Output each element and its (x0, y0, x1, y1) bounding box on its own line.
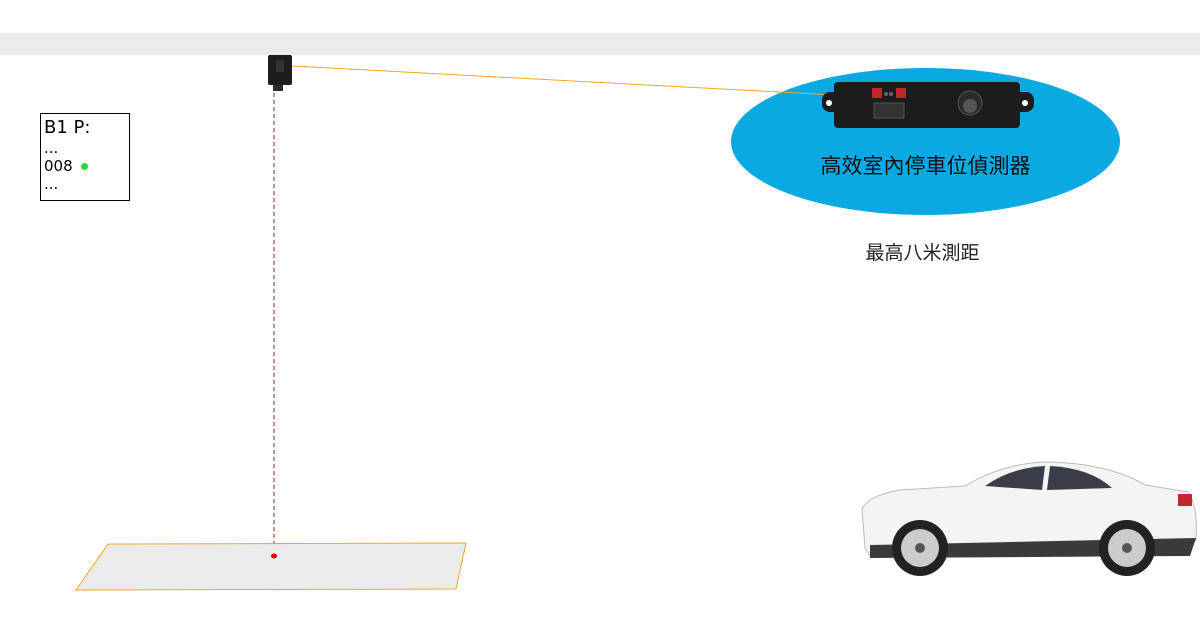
car-icon (861, 461, 1197, 576)
product-title: 高效室內停車位偵測器 (820, 154, 1031, 178)
spot-id: 008 (44, 157, 73, 175)
ceiling (0, 33, 1200, 55)
laser-point (271, 553, 277, 559)
status-dot-icon (80, 163, 88, 170)
connector-line (291, 65, 836, 96)
parking-spot (75, 542, 467, 591)
ceiling-sensor-icon (268, 55, 292, 91)
level-label: B1 P: (44, 117, 91, 138)
parking-status-box: B1 P: ... 008 ... (40, 113, 130, 201)
ellipsis-bottom: ... (44, 175, 59, 193)
ellipsis-top: ... (44, 139, 59, 157)
product-subtitle: 最高八米測距 (865, 242, 980, 264)
detector-device-icon (822, 82, 1034, 128)
